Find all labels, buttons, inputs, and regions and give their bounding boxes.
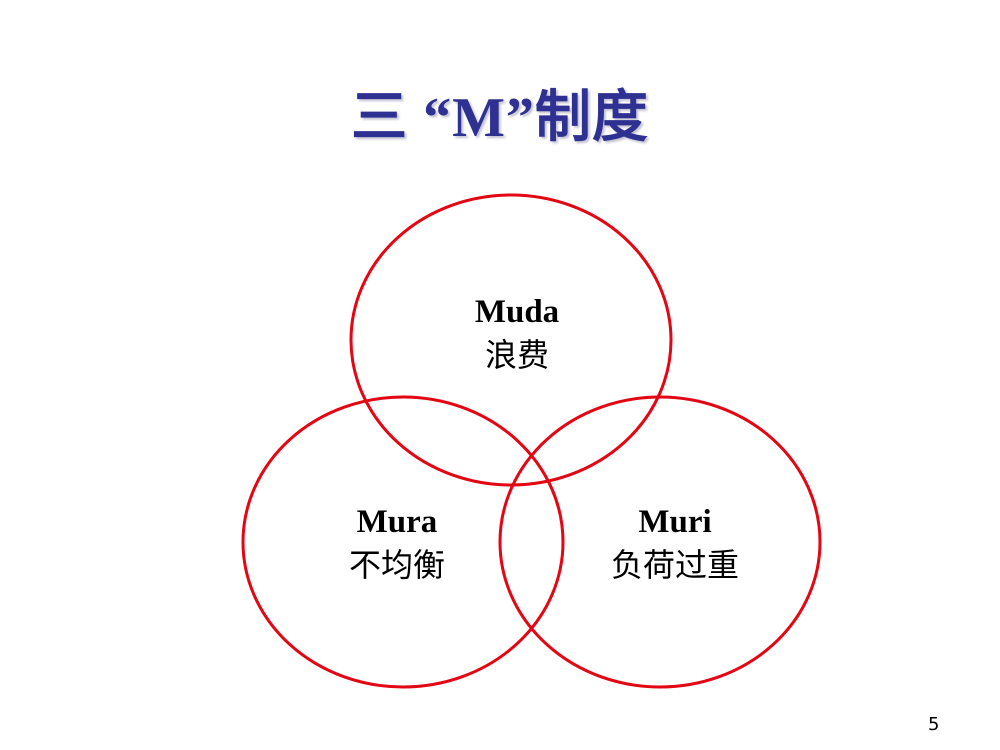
label-mura: Mura 不均衡 xyxy=(349,502,445,588)
label-mura-zh: 不均衡 xyxy=(348,546,446,584)
label-muri: Muri 负荷过重 xyxy=(611,502,739,588)
label-muda-zh: 浪费 xyxy=(484,336,550,374)
circle-muri xyxy=(498,395,822,689)
circle-muda xyxy=(349,193,673,487)
page-number: 5 xyxy=(928,714,940,735)
label-muri-en: Muri xyxy=(638,504,712,540)
label-mura-en: Mura xyxy=(356,504,438,540)
circle-mura xyxy=(241,395,565,689)
label-muda-en: Muda xyxy=(474,294,560,330)
label-muda: Muda 浪费 xyxy=(475,292,559,378)
slide-title: 三 “M”制度 xyxy=(351,87,649,149)
label-muri-zh: 负荷过重 xyxy=(610,546,740,584)
